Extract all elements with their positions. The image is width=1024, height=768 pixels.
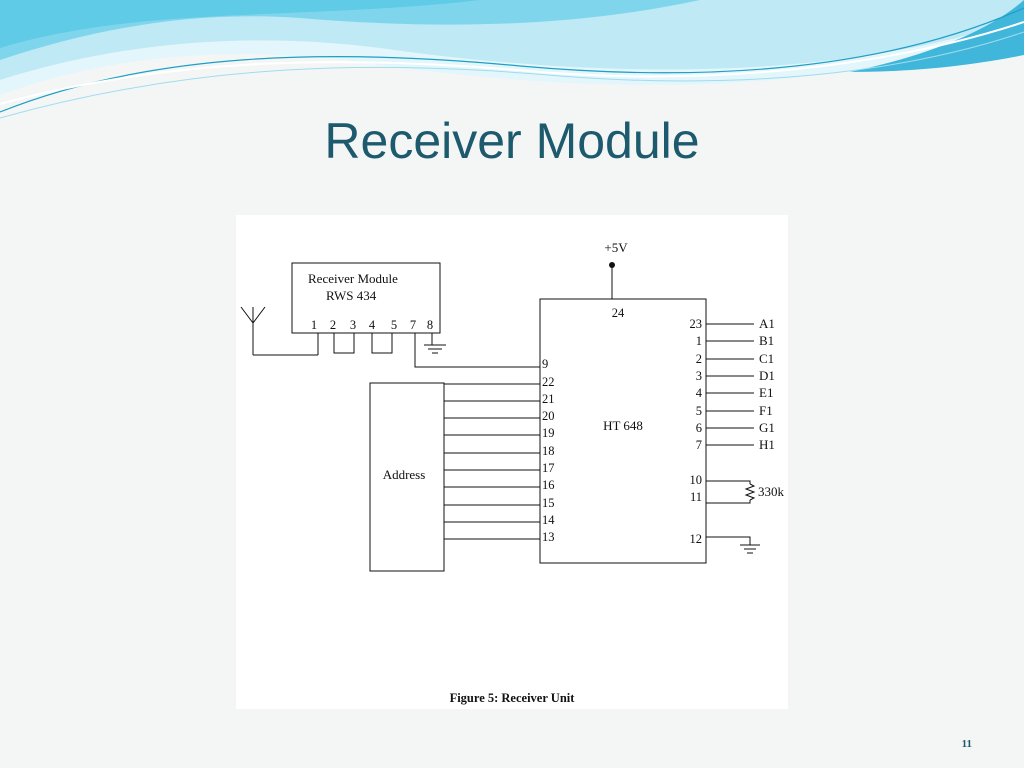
receiver-module-box: [291, 262, 441, 334]
output-label: C1: [759, 351, 774, 366]
ic-label: HT 648: [603, 418, 643, 433]
receiver-pin: 7: [410, 318, 416, 332]
page-number: 11: [961, 738, 972, 750]
ic-right-pin: 7: [696, 438, 702, 452]
supply-label: +5V: [604, 240, 628, 255]
ic-right-pin: 5: [696, 404, 702, 418]
ic-top-pin: 24: [612, 306, 625, 320]
header-wave-decoration: [0, 0, 1024, 119]
ic-left-pin: 16: [542, 478, 555, 492]
ic-right-pin: 10: [690, 473, 703, 487]
ground-icon: [706, 536, 760, 554]
output-label: G1: [759, 420, 775, 435]
diagram-panel: Receiver Module RWS 434 1 2 3 4 5 7 8 +5…: [236, 215, 788, 709]
receiver-pin: 4: [369, 318, 376, 332]
receiver-pin: 5: [391, 318, 397, 332]
ground-icon: [424, 333, 446, 354]
ic-right-pin: 12: [690, 532, 703, 546]
receiver-label-line1: Receiver Module: [308, 271, 398, 286]
receiver-label-line2: RWS 434: [326, 288, 377, 303]
ic-left-pin: 19: [542, 426, 555, 440]
ic-right-pin: 3: [696, 369, 702, 383]
ic-right-pin: 23: [690, 317, 703, 331]
ic-left-pin: 9: [542, 357, 548, 371]
ic-right-pin: 6: [696, 421, 702, 435]
address-block: [369, 382, 445, 572]
receiver-pin: 1: [311, 318, 317, 332]
address-label: Address: [383, 467, 426, 482]
antenna-icon: [240, 306, 319, 356]
receiver-pin: 2: [330, 318, 336, 332]
output-label: H1: [759, 437, 775, 452]
ic-left-pin: 18: [542, 444, 555, 458]
ic-left-pin: 14: [542, 513, 555, 527]
ic-right-pin: 4: [696, 386, 703, 400]
ic-left-pin: 13: [542, 530, 555, 544]
ic-left-pin: 22: [542, 375, 555, 389]
ic-left-pin: 15: [542, 496, 555, 510]
output-label: D1: [759, 368, 775, 383]
ic-right-pin: 1: [696, 334, 702, 348]
receiver-pin: 8: [427, 318, 433, 332]
output-label: E1: [759, 385, 773, 400]
receiver-pin: 3: [350, 318, 356, 332]
supply-node: [609, 262, 615, 268]
output-label: A1: [759, 316, 775, 331]
ic-right-pin: 11: [690, 490, 702, 504]
output-label: F1: [759, 403, 773, 418]
resistor-label: 330k: [758, 484, 785, 499]
ic-left-pin: 21: [542, 392, 555, 406]
resistor-icon: [706, 480, 756, 504]
slide-title: Receiver Module: [324, 113, 700, 169]
ic-right-pin: 2: [696, 352, 702, 366]
ic-left-pin: 17: [542, 461, 555, 475]
ic-left-pin: 20: [542, 409, 555, 423]
ht648-ic-box: [539, 298, 707, 564]
circuit-schematic: Receiver Module RWS 434 1 2 3 4 5 7 8 +5…: [240, 240, 785, 572]
output-label: B1: [759, 333, 774, 348]
figure-caption: Figure 5: Receiver Unit: [449, 691, 575, 705]
